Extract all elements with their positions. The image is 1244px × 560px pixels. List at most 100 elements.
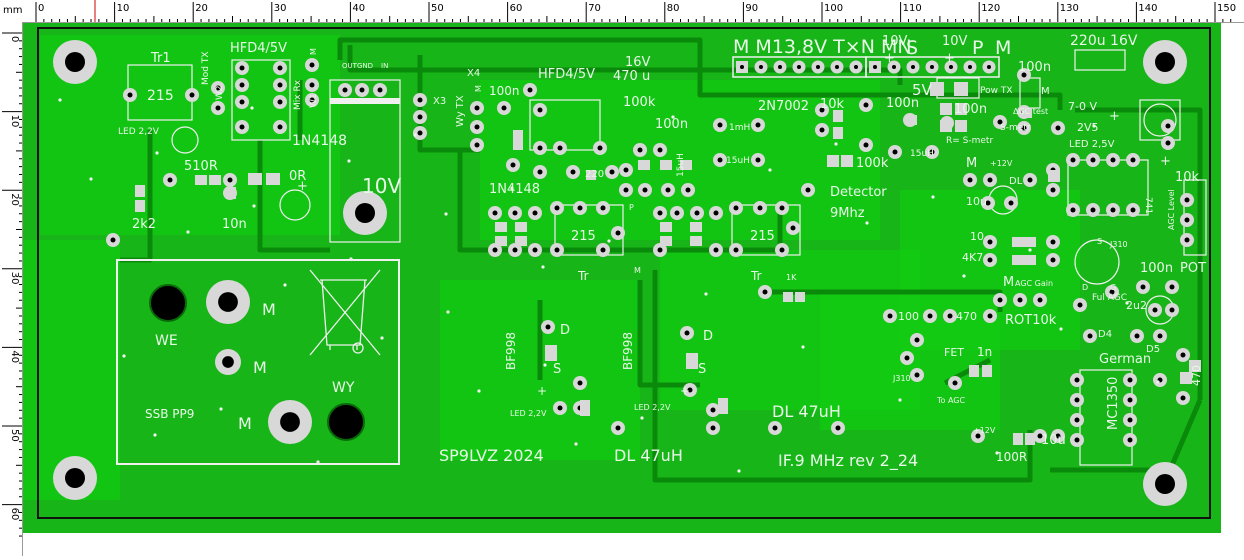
smd-pad[interactable]	[195, 175, 207, 185]
smd-pad[interactable]	[1025, 433, 1035, 445]
smd-pad[interactable]	[955, 103, 967, 115]
silkscreen-label-ssb: SSB PP9	[145, 407, 194, 421]
smd-pad[interactable]	[954, 82, 968, 96]
regulator-tab	[330, 98, 400, 104]
ruler-tick-label: 50	[431, 3, 444, 14]
ruler-tick-label: 20	[195, 3, 208, 14]
smd-pad[interactable]	[940, 103, 952, 115]
silkscreen-label-p12b: +12V	[973, 426, 996, 435]
silkscreen-label-l15uhb: 15uH	[910, 149, 934, 159]
smd-pad[interactable]	[795, 292, 805, 302]
smd-pad[interactable]	[718, 398, 728, 414]
silkscreen-label-hfd2: HFD4/5V	[538, 67, 595, 82]
smd-pad[interactable]	[1024, 237, 1036, 247]
component-outline	[1139, 99, 1181, 141]
silkscreen-label-we: WE	[155, 333, 178, 349]
smd-pad[interactable]	[660, 222, 672, 232]
connector-drill	[218, 292, 238, 312]
smd-pad[interactable]	[495, 236, 507, 246]
ruler-tick-label: 40	[352, 3, 365, 14]
smd-pad[interactable]	[638, 160, 650, 170]
via	[122, 354, 126, 358]
via	[1125, 301, 1129, 305]
silkscreen-label-r4k7: 4K7	[962, 251, 983, 264]
smd-pad[interactable]	[580, 400, 590, 416]
smd-pad[interactable]	[1024, 255, 1036, 265]
silkscreen-label-plus_c: +	[297, 179, 308, 194]
smd-pad[interactable]	[690, 222, 702, 232]
smd-pad[interactable]	[680, 160, 692, 170]
smd-pad[interactable]	[515, 222, 527, 232]
silkscreen-label-p12a: +12V	[990, 159, 1013, 168]
silkscreen-label-agcgain: AGC Gain	[1015, 279, 1053, 288]
smd-pad[interactable]	[905, 115, 917, 125]
smd-pad[interactable]	[135, 200, 145, 212]
smd-pad[interactable]	[690, 236, 702, 246]
silkscreen-label-mhz9: 9Mhz	[830, 206, 865, 221]
smd-pad[interactable]	[586, 170, 596, 180]
smd-pad[interactable]	[1180, 372, 1192, 384]
silkscreen-label-tr1: Tr1	[150, 51, 171, 66]
ruler-tick-label: 10	[9, 115, 20, 128]
via	[543, 363, 547, 367]
smd-pad[interactable]	[982, 365, 992, 377]
smd-pad[interactable]	[1012, 255, 1024, 265]
smd-pad[interactable]	[660, 160, 672, 170]
silkscreen-label-c10n: 10n	[222, 217, 247, 232]
smd-pad[interactable]	[969, 365, 979, 377]
pp9-outline	[116, 259, 400, 465]
smd-pad[interactable]	[209, 175, 221, 185]
smd-pad[interactable]	[515, 236, 527, 246]
smd-pad[interactable]	[226, 187, 236, 199]
smd-pad[interactable]	[783, 292, 793, 302]
smd-pad[interactable]	[513, 130, 523, 150]
silkscreen-label-header: M M13,8V T×N MN	[733, 36, 912, 58]
silkscreen-label-in: IN	[381, 62, 388, 70]
smd-pad[interactable]	[1189, 360, 1201, 372]
smd-pad[interactable]	[1048, 170, 1060, 182]
smd-pad[interactable]	[1013, 433, 1023, 445]
copper-trace	[457, 150, 783, 253]
via	[737, 469, 741, 473]
smd-pad[interactable]	[930, 82, 944, 96]
smd-pad[interactable]	[940, 120, 952, 132]
silkscreen-label-q2n7002: 2N7002	[758, 99, 809, 114]
smd-pad[interactable]	[827, 155, 839, 167]
smd-pad[interactable]	[545, 345, 557, 361]
silkscreen-label-j310a: J310	[1109, 240, 1128, 249]
silkscreen-label-x3: X3	[433, 96, 446, 107]
smd-pad[interactable]	[266, 173, 280, 185]
silkscreen-label-c100nc: 100n	[886, 96, 919, 111]
silkscreen-label-g1: G	[1110, 283, 1116, 292]
silkscreen-label-sp9lvz: SP9LVZ 2024	[439, 446, 544, 465]
silkscreen-label-m_g: M	[262, 300, 276, 319]
smd-pad[interactable]	[955, 120, 967, 132]
via	[704, 292, 708, 296]
silkscreen-label-op741: 741	[1143, 197, 1153, 214]
silkscreen-label-led25: LED 2,5V	[1069, 139, 1115, 150]
smd-pad[interactable]	[660, 236, 672, 246]
silkscreen-label-dl47a: DL 47uH	[614, 446, 683, 465]
smd-pad[interactable]	[841, 155, 853, 167]
smd-pad[interactable]	[1012, 237, 1024, 247]
via	[865, 221, 869, 225]
smd-pad[interactable]	[495, 222, 507, 232]
smd-pad[interactable]	[833, 110, 843, 122]
connector-drill	[280, 412, 300, 432]
ruler-tick-label: 140	[1138, 3, 1157, 14]
silkscreen-label-ifrev: IF.9 MHz rev 2_24	[778, 451, 918, 471]
ruler-tick-label: 90	[745, 3, 758, 14]
silkscreen-label-german: German	[1099, 352, 1151, 367]
silkscreen-label-m_h: M	[253, 358, 267, 377]
smd-pad[interactable]	[1022, 108, 1032, 118]
silkscreen-label-r10kb: 10k	[1175, 170, 1200, 185]
smd-pad[interactable]	[135, 185, 145, 197]
smd-pad[interactable]	[833, 127, 843, 139]
smd-pad[interactable]	[248, 173, 262, 185]
via	[283, 283, 287, 287]
smd-pad[interactable]	[686, 353, 698, 369]
